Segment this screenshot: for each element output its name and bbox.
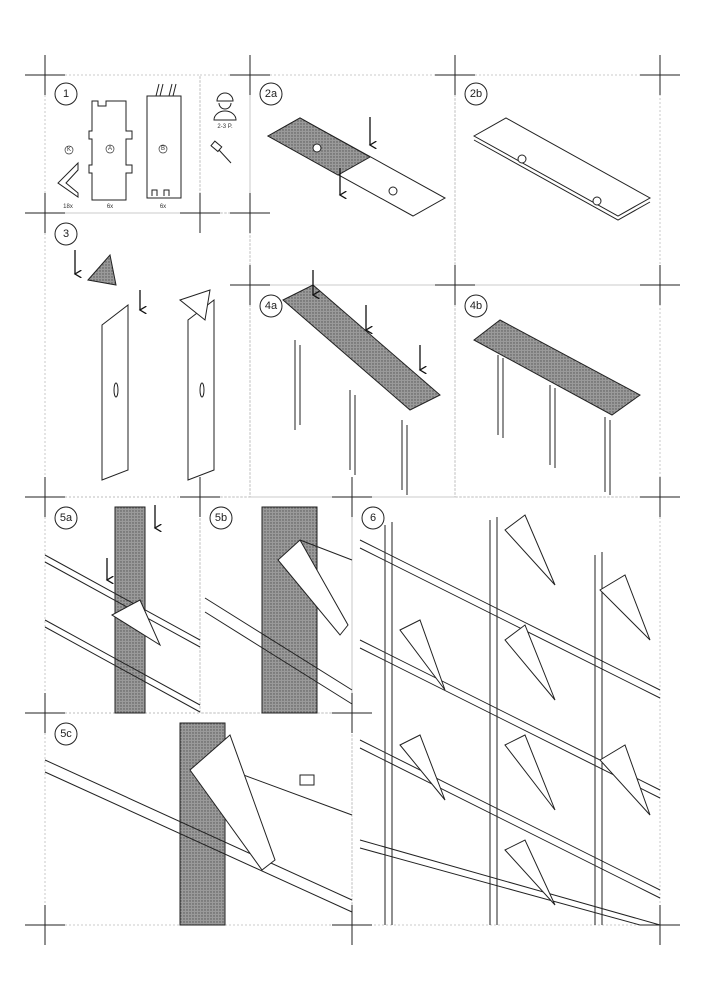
step-2a-drawing bbox=[266, 117, 447, 217]
step-number-2b: 2b bbox=[464, 82, 488, 106]
svg-text:2b: 2b bbox=[470, 88, 482, 100]
step-number-3: 3 bbox=[54, 222, 78, 246]
step-number-4a: 4a bbox=[259, 294, 283, 318]
svg-text:B: B bbox=[161, 146, 165, 152]
worker-icon bbox=[213, 92, 237, 121]
svg-text:6x: 6x bbox=[160, 204, 166, 210]
svg-text:5b: 5b bbox=[215, 512, 227, 524]
step-6-drawing bbox=[359, 514, 661, 926]
part-a-board: A 6x bbox=[88, 100, 133, 210]
step-number-6: 6 bbox=[361, 506, 385, 530]
svg-text:2a: 2a bbox=[265, 88, 278, 100]
step-2b-drawing bbox=[472, 117, 652, 221]
svg-text:K: K bbox=[67, 147, 71, 153]
people-count: 2-3 P. bbox=[217, 124, 233, 130]
svg-text:18x: 18x bbox=[63, 204, 73, 210]
part-k-triangle: K 18x bbox=[57, 145, 79, 210]
step-5b-drawing bbox=[204, 506, 353, 714]
crop-marks bbox=[25, 55, 680, 945]
step-number-4b: 4b bbox=[464, 294, 488, 318]
step-3-drawing bbox=[75, 250, 215, 481]
step-number-5b: 5b bbox=[209, 506, 233, 530]
step-5c-drawing bbox=[44, 722, 353, 926]
svg-text:5c: 5c bbox=[60, 728, 72, 740]
svg-text:6: 6 bbox=[370, 512, 376, 524]
svg-text:3: 3 bbox=[63, 228, 69, 240]
svg-text:A: A bbox=[108, 146, 112, 152]
step-5a-drawing bbox=[44, 505, 201, 714]
step-4b-drawing bbox=[473, 319, 641, 495]
step-number-5c: 5c bbox=[54, 722, 78, 746]
step-number-1: 1 bbox=[54, 82, 78, 106]
step-number-5a: 5a bbox=[54, 506, 78, 530]
step-number-2a: 2a bbox=[259, 82, 283, 106]
hammer-icon bbox=[210, 140, 232, 164]
svg-text:4a: 4a bbox=[265, 300, 278, 312]
svg-text:5a: 5a bbox=[60, 512, 73, 524]
svg-text:6x: 6x bbox=[107, 204, 113, 210]
step-4a-drawing bbox=[282, 270, 441, 495]
svg-text:1: 1 bbox=[63, 88, 69, 100]
svg-text:4b: 4b bbox=[470, 300, 482, 312]
part-b-board: B 6x bbox=[146, 83, 182, 210]
